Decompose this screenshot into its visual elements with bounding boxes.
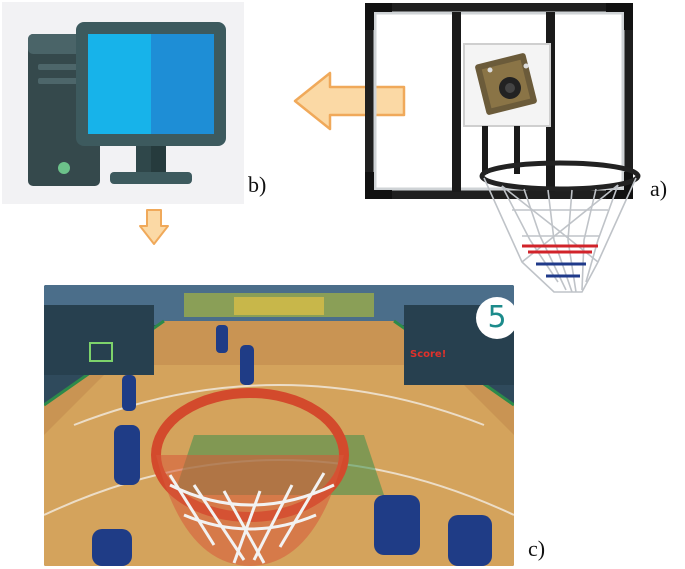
label-b: b) bbox=[248, 172, 267, 197]
court-camera-view: 5 Score! bbox=[44, 285, 514, 566]
court-photo bbox=[44, 285, 514, 566]
label-c: c) bbox=[528, 536, 546, 561]
rim-closeup bbox=[151, 388, 349, 566]
score-alert: Score! bbox=[410, 349, 447, 360]
players bbox=[92, 325, 492, 566]
camera-module-icon bbox=[475, 53, 537, 115]
label-a: a) bbox=[650, 176, 668, 201]
backboard-with-camera bbox=[362, 0, 642, 300]
arrow-down-icon bbox=[139, 209, 169, 245]
score-counter: 5 bbox=[476, 297, 514, 339]
computer-panel bbox=[2, 2, 244, 204]
arrow-left-icon bbox=[293, 71, 406, 131]
desktop-computer-icon bbox=[28, 22, 226, 186]
basketball-backboard-icon bbox=[365, 3, 641, 293]
